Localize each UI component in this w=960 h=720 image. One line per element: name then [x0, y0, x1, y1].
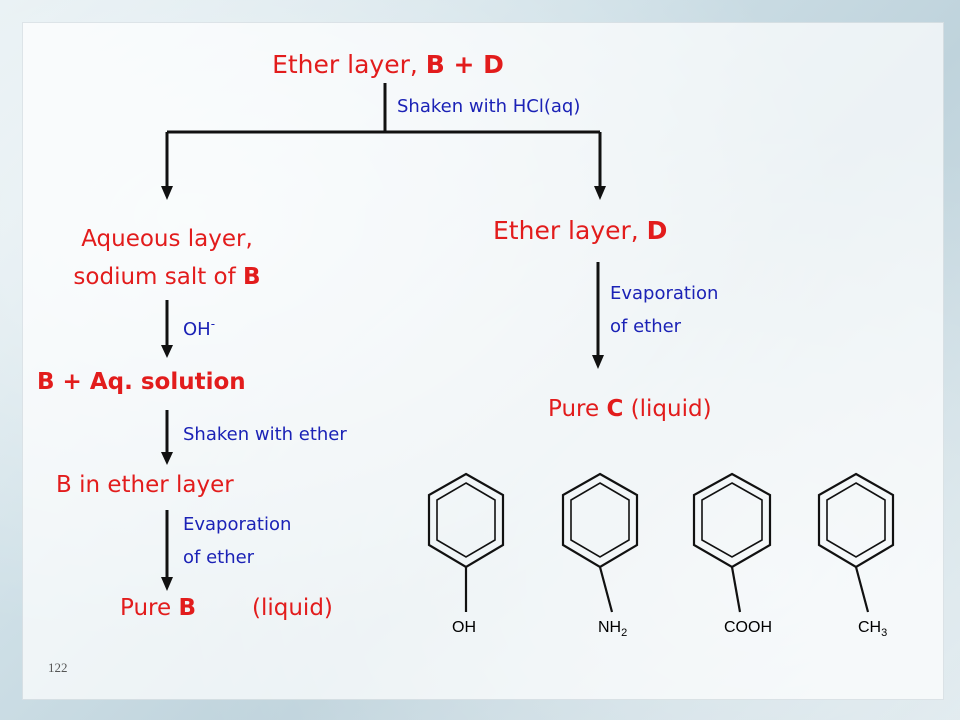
toluene-substituent-label: CH3 [858, 620, 887, 639]
right-ether-text: Ether layer, [493, 216, 647, 245]
aqueous-layer-line1: Aqueous layer, [81, 226, 253, 252]
b-aq-solution-label: B + Aq. solution [37, 371, 246, 394]
aqueous-layer-species: B [243, 264, 261, 290]
toluene-substituent-text: CH [858, 619, 882, 636]
phenol-substituent-label: OH [452, 620, 476, 636]
evap-right-line2: of ether [610, 316, 682, 337]
arrowhead [161, 452, 173, 465]
aniline-structure [561, 472, 639, 613]
right-ether-layer-label: Ether layer, D [493, 218, 667, 243]
b-aq-species: B [37, 369, 55, 395]
pure-c-species: C [606, 396, 624, 422]
aniline-substituent-sub: 2 [621, 627, 628, 640]
oh-charge: - [210, 317, 216, 331]
evap-left-line2: of ether [183, 547, 255, 568]
oh-text: OH [183, 319, 211, 340]
right-ether-species: D [646, 216, 668, 245]
b-in-ether-layer-label: B in ether layer [56, 472, 234, 498]
slide-number: 122 [48, 660, 68, 675]
aqueous-layer-line2: sodium salt of B [73, 266, 260, 289]
phenol-structure [427, 472, 505, 612]
pure-c-text: Pure [548, 396, 607, 422]
arrowhead [594, 186, 606, 200]
arrowhead [161, 345, 173, 358]
top-label-species: B + D [425, 50, 504, 79]
phenol-substituent-text: OH [452, 619, 476, 636]
slide-panel [22, 22, 944, 700]
arrowhead [161, 577, 173, 591]
benzoic-acid-substituent-text: COOH [724, 619, 772, 636]
evap-left-line1: Evaporation [183, 514, 292, 535]
pure-c-state: (liquid) [630, 396, 712, 422]
aniline-substituent-text: NH [598, 619, 622, 636]
pure-b-label: Pure B [120, 597, 196, 620]
top-label-text: Ether layer, [272, 50, 426, 79]
oh-reagent-label: OH- [183, 318, 215, 339]
pure-b-text: Pure [120, 595, 179, 621]
b-aq-text: + Aq. solution [54, 369, 246, 395]
toluene-structure [817, 472, 895, 613]
step-shaken-ether-label: Shaken with ether [183, 424, 347, 445]
evap-right-line1: Evaporation [610, 283, 719, 304]
pure-b-state: (liquid) [252, 595, 333, 621]
aniline-substituent-label: NH2 [598, 620, 627, 639]
top-ether-layer-label: Ether layer, B + D [272, 52, 504, 77]
step-hcl-label: Shaken with HCl(aq) [397, 96, 581, 117]
benzoic-acid-substituent-label: COOH [724, 620, 772, 636]
benzoic-acid-structure [692, 472, 772, 613]
aqueous-layer-line2-text: sodium salt of [73, 264, 244, 290]
pure-b-species: B [178, 595, 196, 621]
arrowhead [161, 186, 173, 200]
arrowhead [592, 355, 604, 369]
toluene-substituent-sub: 3 [881, 627, 888, 640]
pure-c-label: Pure C (liquid) [548, 398, 712, 421]
